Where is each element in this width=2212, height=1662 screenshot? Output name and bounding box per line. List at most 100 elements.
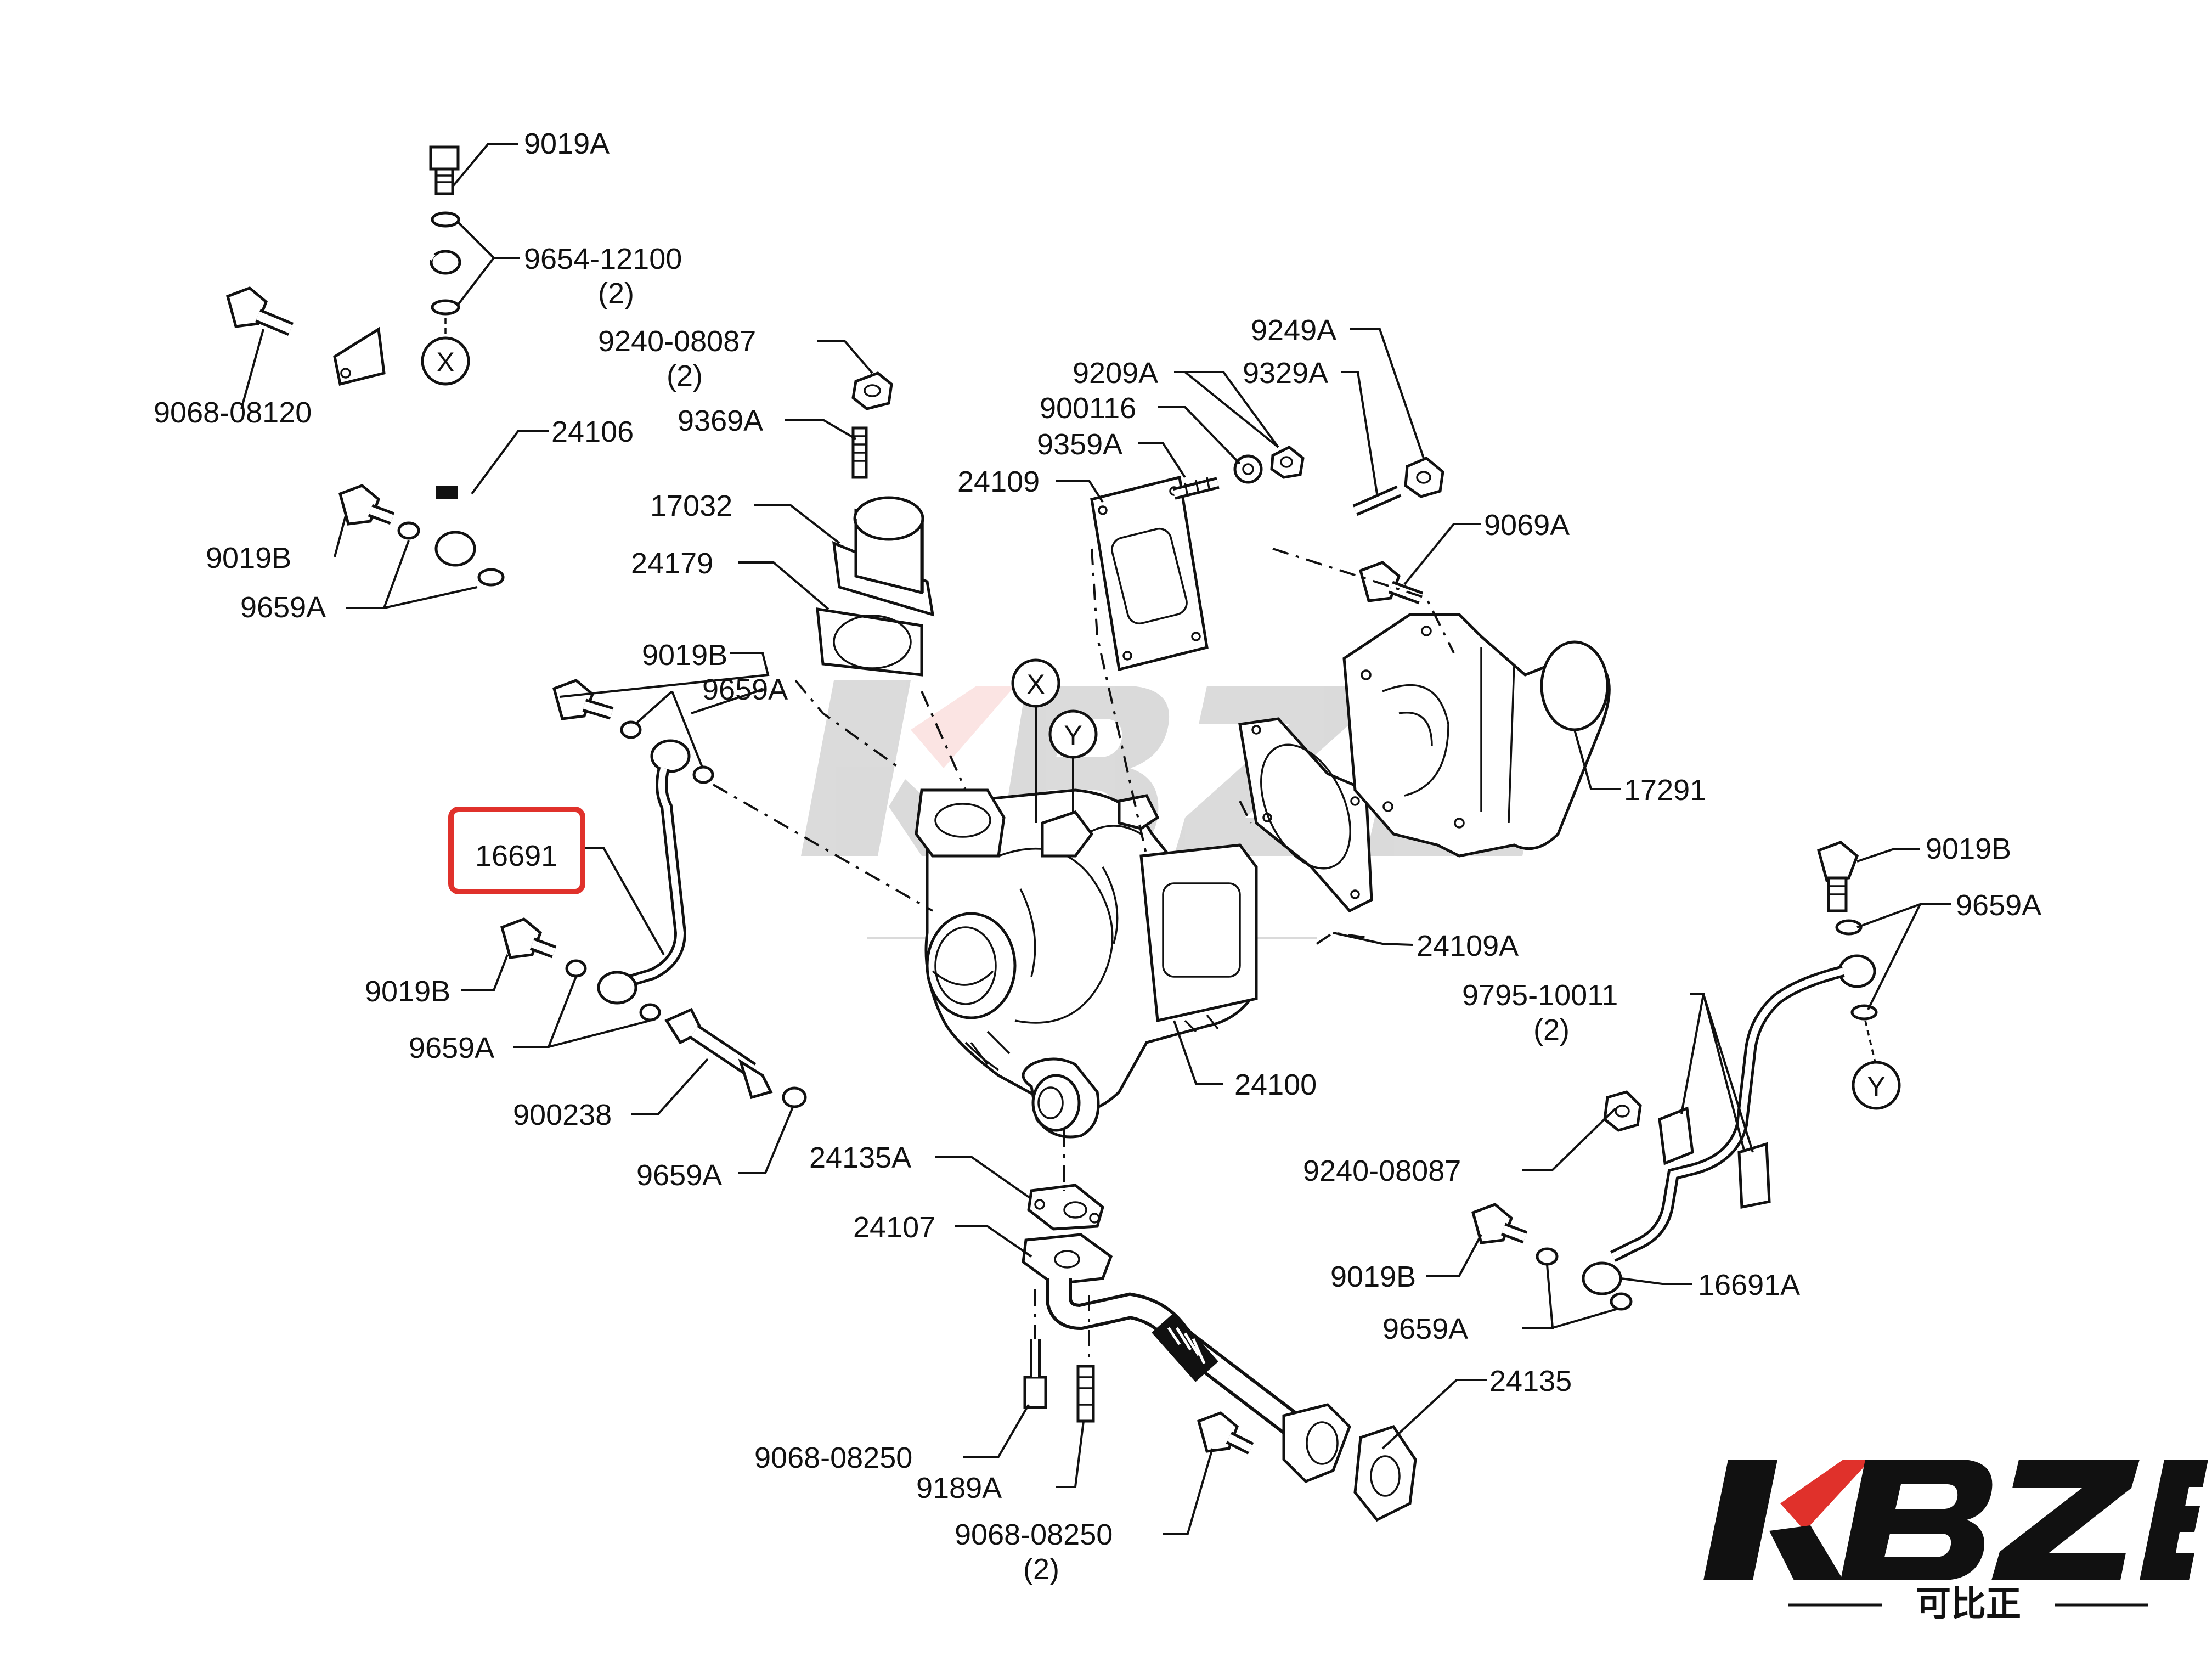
label-24135: 24135 — [1489, 1365, 1572, 1398]
banjo-fitting-16691A-lower — [1582, 1261, 1622, 1295]
nut-9209A — [1270, 446, 1305, 479]
label-24106: 24106 — [551, 415, 634, 448]
outlet-flange-group — [816, 371, 935, 677]
bolt-9068-08250-a — [1023, 1339, 1047, 1409]
label-9019B-a: 9019B — [206, 542, 291, 574]
logo-subtitle: 可比正 — [1916, 1584, 2021, 1624]
label-9329A: 9329A — [1243, 357, 1328, 390]
label-24107: 24107 — [853, 1211, 935, 1244]
label-9369A: 9369A — [678, 404, 763, 437]
stud-9369A — [851, 426, 868, 479]
washer-9659A-c2 — [639, 1003, 661, 1022]
label-900116: 900116 — [1040, 392, 1136, 425]
washer-9659A-a — [397, 521, 420, 540]
highlight-box-16691 — [448, 807, 585, 894]
label-900238: 900238 — [513, 1098, 612, 1131]
washer-9654-lower — [431, 299, 460, 316]
label-17291: 17291 — [1624, 774, 1706, 807]
stud-9359A — [1172, 477, 1220, 500]
banjo-fitting-16691-lower — [597, 971, 637, 1005]
label-16691A: 16691A — [1698, 1269, 1800, 1302]
label-24135A: 24135A — [809, 1141, 911, 1174]
stud-9329A — [1352, 485, 1402, 516]
nut-9249A — [1404, 457, 1444, 498]
banjo-bolt-9019B-right-top — [1816, 841, 1859, 912]
label-9189A: 9189A — [916, 1472, 1002, 1505]
label-9019B-e: 9019B — [1330, 1260, 1416, 1293]
clamp-9795-10011-b — [1737, 1142, 1771, 1209]
label-9249A: 9249A — [1251, 314, 1336, 347]
washer-9659A-c1 — [565, 959, 587, 978]
label-17032: 17032 — [650, 489, 732, 522]
label-9068-08120: 9068-08120 — [154, 396, 312, 429]
label-24109: 24109 — [957, 465, 1040, 498]
bolt-9068-08120 — [225, 286, 294, 336]
label-9240-top-qty: (2) — [667, 359, 703, 392]
washer-9659A-e2 — [1850, 1004, 1878, 1021]
pipe-bracket-24106 — [333, 326, 386, 386]
label-9019B-d: 9019B — [1926, 832, 2011, 865]
connector-y-turbo: Y — [1048, 709, 1098, 812]
oil-pipe-16691A-group — [1471, 841, 1878, 1311]
label-9068-08250-b-qty: (2) — [1023, 1553, 1059, 1586]
outlet-flange-17032 — [832, 496, 935, 617]
nut-9240-08087-top — [851, 371, 893, 410]
label-9654-12100: 9654-12100 — [524, 243, 682, 275]
label-9019B-c: 9019B — [365, 975, 450, 1008]
label-9240-08087-right: 9240-08087 — [1303, 1154, 1461, 1187]
label-9019B-b: 9019B — [642, 639, 727, 672]
label-9654-qty: (2) — [598, 277, 634, 310]
turbocharger-24100 — [915, 788, 1258, 1139]
connector-x-top: X — [421, 336, 470, 386]
leader-lines — [240, 143, 1951, 1535]
label-9019A: 9019A — [524, 127, 610, 160]
union-900238 — [664, 1007, 773, 1100]
washer-9659A-e1 — [1835, 919, 1863, 936]
label-24179: 24179 — [631, 547, 713, 580]
drain-pipe-24107 — [1022, 1233, 1351, 1483]
banjo-fitting-16691-upper — [650, 739, 691, 773]
banjo-bolt-9019A-top — [429, 145, 460, 195]
washer-9659A-f2 — [1610, 1292, 1633, 1311]
assembly-centerlines — [713, 548, 1455, 1366]
connector-x-turbo: X — [1011, 658, 1060, 823]
washer-9659A-f1 — [1536, 1247, 1559, 1266]
banjo-bolt-9019B-mid — [552, 679, 614, 720]
washer-900116 — [1233, 454, 1263, 484]
gasket-24179 — [816, 607, 923, 677]
exhaust-pipe-17291 — [1342, 613, 1611, 858]
label-9240-08087-top: 9240-08087 — [598, 325, 756, 358]
bolt-9068-08250-b — [1197, 1411, 1254, 1455]
label-9659A-a: 9659A — [240, 591, 326, 624]
bolt-9069A — [1358, 561, 1424, 605]
label-9209A: 9209A — [1073, 357, 1158, 390]
part-labels: 9019A 9654-12100 (2) 9068-08120 24106 90… — [154, 127, 2041, 1586]
washer-9659A-d — [782, 1086, 807, 1108]
label-16691: 16691 — [475, 840, 557, 872]
washer-9654-upper — [431, 211, 460, 228]
label-9795-qty: (2) — [1533, 1013, 1570, 1046]
svg-text:Y: Y — [1064, 720, 1082, 751]
gasket-24135A — [1027, 1184, 1104, 1231]
svg-text:X: X — [1026, 669, 1045, 700]
oil-drain-24107-group — [1022, 1184, 1417, 1522]
banjo-bolt-9019B-upper — [338, 484, 395, 526]
banjo-bolt-9019B-low — [500, 917, 557, 959]
label-9068-08250-b: 9068-08250 — [955, 1518, 1113, 1551]
connector-y-right: Y — [1852, 1020, 1901, 1110]
banjo-fitting-top — [430, 250, 461, 275]
stud-9189A — [1076, 1365, 1095, 1423]
banjo-fitting-24106-end — [435, 531, 476, 567]
nut-9240-08087-right — [1603, 1090, 1642, 1132]
washer-9659A-b1 — [620, 720, 642, 739]
gasket-24109A — [1238, 717, 1373, 913]
kbze-logo: 可比正 — [1703, 1460, 2208, 1624]
clamp-9795-10011-a — [1658, 1106, 1694, 1165]
label-9069A: 9069A — [1484, 509, 1570, 542]
label-24100: 24100 — [1234, 1068, 1317, 1101]
label-24109A: 24109A — [1417, 929, 1519, 962]
label-9659A-c: 9659A — [409, 1032, 494, 1064]
label-9659A-b: 9659A — [702, 673, 788, 706]
